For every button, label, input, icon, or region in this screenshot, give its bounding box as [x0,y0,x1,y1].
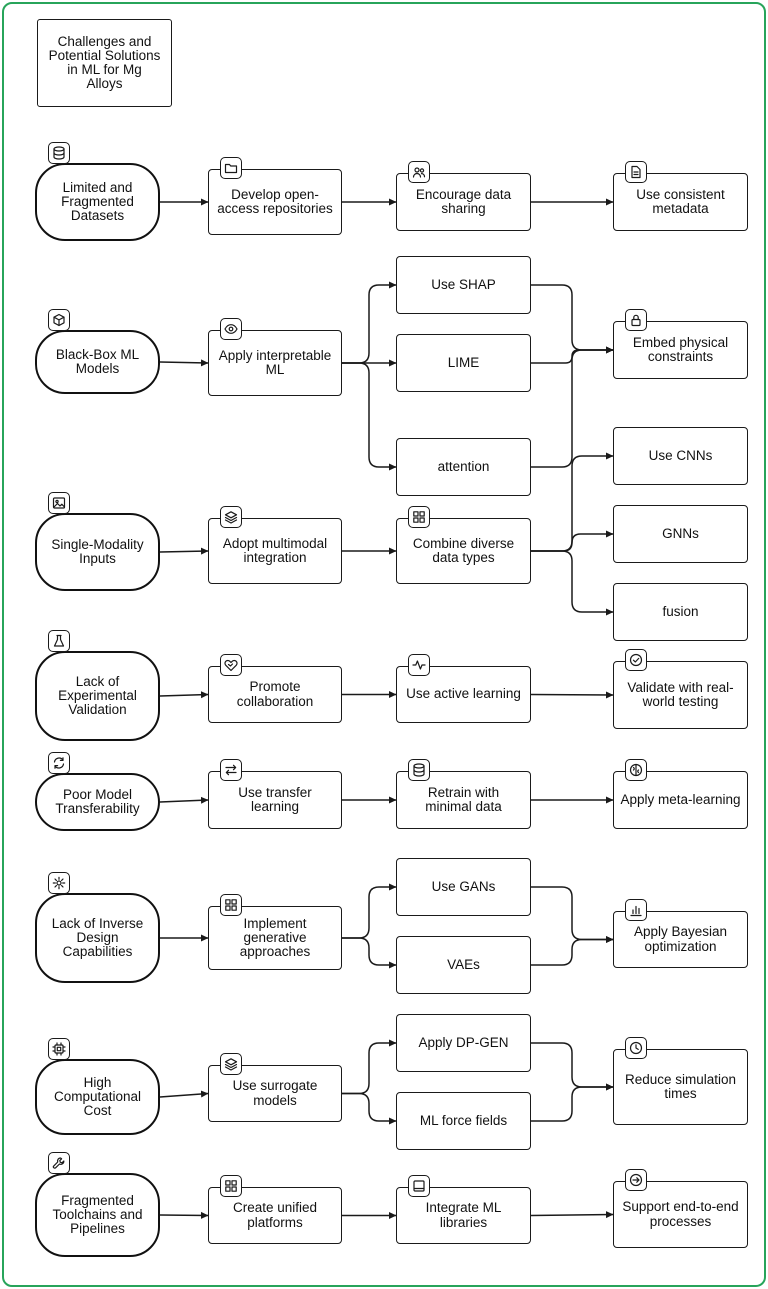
connector-arrow [530,1211,614,1219]
connector-arrow [159,796,209,804]
eye-icon [220,318,242,340]
solution-node: Apply interpretable ML [208,330,342,396]
solution-node: Implement generative approaches [208,906,342,970]
solution-node: LIME [396,334,531,392]
connector-arrow [531,284,614,354]
solution-node: Use SHAP [396,256,531,314]
grid-icon [408,506,430,528]
bar-chart-icon [625,899,647,921]
solution-node: Combine diverse data types [396,518,531,584]
flask-icon [48,630,70,652]
solution-node: Adopt multimodal integration [208,518,342,584]
solution-node: Apply DP-GEN [396,1014,531,1072]
connector-arrow [342,937,397,969]
panel-icon [408,1175,430,1197]
cube-icon [48,309,70,331]
refresh-icon [48,752,70,774]
challenge-node: Poor Model Transferability [35,773,160,831]
solution-node: Develop open-access repositories [208,169,342,235]
layers-icon [220,1053,242,1075]
connector-arrow [531,936,614,966]
folder-icon [220,157,242,179]
cpu-icon [48,1038,70,1060]
connector-arrow [531,452,614,552]
connector-arrow [159,1211,209,1219]
solution-node: Use GANs [396,858,531,916]
solution-node: Use consistent metadata [613,173,748,231]
challenge-node: Limited and Fragmented Datasets [35,163,160,241]
activity-icon [408,654,430,676]
solution-node: Support end-to-end processes [613,1181,748,1248]
layers-icon [220,506,242,528]
solution-node: fusion [613,583,748,641]
solution-node: VAEs [396,936,531,994]
solution-node: Validate with real-world testing [613,661,748,729]
solution-node: attention [396,438,531,496]
connector-arrow [530,691,614,699]
connector-arrow [531,1083,614,1122]
solution-node: Reduce simulation times [613,1049,748,1125]
users-icon [408,161,430,183]
connector-arrow [159,547,209,555]
connector-arrow [531,530,614,552]
diagram-title: Challenges and Potential Solutions in ML… [37,19,172,107]
check-circle-icon [625,649,647,671]
arrow-circle-icon [625,1169,647,1191]
connector-arrow [342,1092,397,1125]
challenge-node: Lack of Inverse Design Capabilities [35,893,160,983]
connector-arrow [159,1090,209,1098]
connector-arrow [342,281,397,364]
brain-icon [625,759,647,781]
challenge-node: Lack of Experimental Validation [35,651,160,741]
connector-arrow [342,362,397,471]
database-icon [408,759,430,781]
connector-arrow [531,886,614,943]
arrows-exchange-icon [220,759,242,781]
grid-icon [220,1175,242,1197]
connector-arrow [159,691,209,699]
connector-arrow [342,883,397,939]
connector-arrow [531,1042,614,1091]
connector-arrow [342,1039,397,1095]
connector-arrow [531,550,614,616]
document-icon [625,161,647,183]
challenge-node: Black-Box ML Models [35,330,160,394]
solution-node: GNNs [613,505,748,563]
database-icon [48,142,70,164]
wrench-icon [48,1152,70,1174]
handshake-icon [220,654,242,676]
solution-node: Use CNNs [613,427,748,485]
challenge-node: Single-Modality Inputs [35,513,160,591]
grid-icon [220,894,242,916]
solution-node: Apply Bayesian optimization [613,911,748,968]
lock-icon [625,309,647,331]
clock-icon [625,1037,647,1059]
challenge-node: Fragmented Toolchains and Pipelines [35,1173,160,1257]
image-icon [48,492,70,514]
challenge-node: High Computational Cost [35,1059,160,1135]
connector-arrow [531,346,614,468]
connector-arrow [159,359,209,367]
gear-icon [48,872,70,894]
solution-node: ML force fields [396,1092,531,1150]
